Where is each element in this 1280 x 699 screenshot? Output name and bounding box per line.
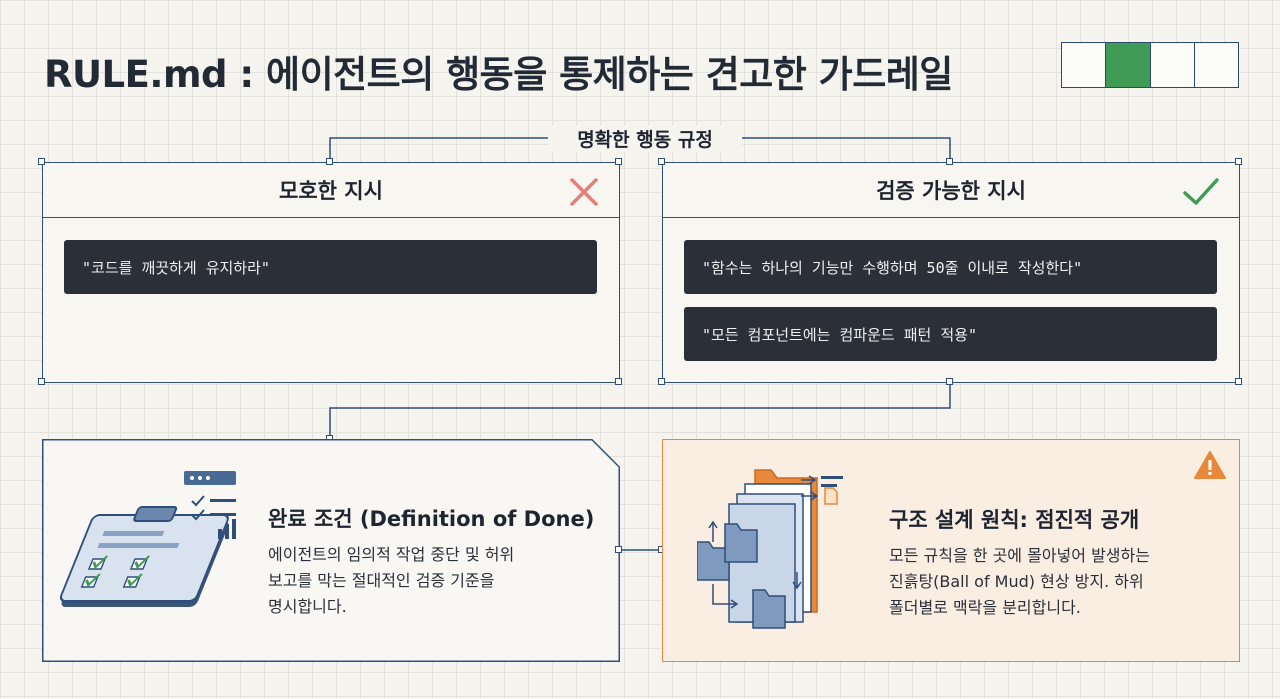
verifiable-panel-heading: 검증 가능한 지시 — [876, 179, 1026, 203]
verifiable-panel-header: 검증 가능한 지시 — [663, 163, 1239, 218]
warning-icon — [1193, 450, 1227, 484]
verifiable-instruction-panel: 검증 가능한 지시 "함수는 하나의 기능만 수행하며 50줄 이내로 작성한다… — [662, 162, 1240, 383]
vague-example-quote: "코드를 깨끗하게 유지하라" — [64, 240, 597, 294]
verifiable-example-quote: "함수는 하나의 기능만 수행하며 50줄 이내로 작성한다" — [684, 240, 1217, 294]
done-card-description: 에이전트의 임의적 작업 중단 및 허위 보고를 막는 절대적인 검증 기준을 … — [268, 542, 608, 620]
connector-handle — [326, 158, 333, 165]
progress-segment-active — [1106, 43, 1151, 87]
vague-instruction-panel: 모호한 지시 "코드를 깨끗하게 유지하라" — [42, 162, 620, 383]
description-line: 명시합니다. — [268, 597, 347, 616]
panel-corner-handle — [658, 378, 665, 385]
folder-stack-icon — [696, 462, 877, 641]
structure-card-description: 모든 규칙을 한 곳에 몰아넣어 발생하는 진흙탕(Ball of Mud) 현… — [889, 543, 1229, 621]
definition-of-done-card: 완료 조건 (Definition of Done) 에이전트의 임의적 작업 … — [42, 439, 620, 662]
description-line: 모든 규칙을 한 곳에 몰아넣어 발생하는 — [889, 546, 1150, 565]
vague-panel-header: 모호한 지시 — [43, 163, 619, 218]
panel-corner-handle — [38, 158, 45, 165]
verifiable-example-quote: "모든 컴포넌트에는 컴파운드 패턴 적용" — [684, 307, 1217, 361]
connector-handle — [946, 378, 953, 385]
panel-corner-handle — [615, 378, 622, 385]
panel-corner-handle — [1235, 158, 1242, 165]
page-title: RULE.md : 에이전트의 행동을 통제하는 견고한 가드레일 — [44, 53, 953, 96]
progress-segment — [1195, 43, 1238, 87]
description-line: 폴더별로 맥락을 분리합니다. — [889, 598, 1081, 617]
check-icon — [1181, 175, 1221, 214]
progress-segment — [1151, 43, 1195, 87]
connector-handle — [615, 546, 622, 553]
structure-design-card: 구조 설계 원칙: 점진적 공개 모든 규칙을 한 곳에 몰아넣어 발생하는 진… — [662, 439, 1240, 662]
cross-icon — [567, 175, 601, 214]
panel-corner-handle — [615, 158, 622, 165]
progress-segment — [1062, 43, 1107, 87]
description-line: 에이전트의 임의적 작업 중단 및 허위 — [268, 545, 515, 564]
progress-indicator — [1061, 42, 1239, 88]
structure-card-title: 구조 설계 원칙: 점진적 공개 — [889, 508, 1140, 532]
panel-corner-handle — [38, 378, 45, 385]
description-line: 보고를 막는 절대적인 검증 기준을 — [268, 571, 495, 590]
connector-handle — [946, 158, 953, 165]
connector-label: 명확한 행동 규정 — [548, 125, 742, 152]
panel-corner-handle — [658, 158, 665, 165]
vague-panel-heading: 모호한 지시 — [279, 179, 383, 203]
done-card-title: 완료 조건 (Definition of Done) — [268, 507, 595, 531]
clipboard-checklist-icon — [59, 467, 250, 621]
panel-corner-handle — [1235, 378, 1242, 385]
description-line: 진흙탕(Ball of Mud) 현상 방지. 하위 — [889, 572, 1144, 591]
